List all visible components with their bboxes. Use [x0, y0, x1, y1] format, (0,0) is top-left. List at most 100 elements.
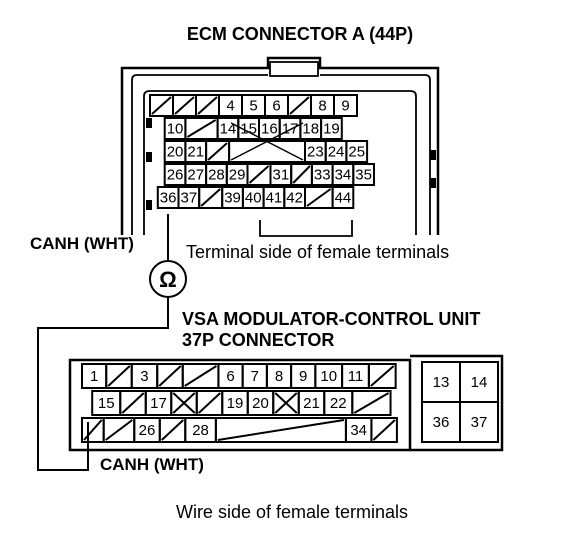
vsa-pin-r0c3-blank-slash [158, 365, 182, 387]
ecm-pin-r4c2-blank-slash [200, 188, 221, 207]
vsa-pin-r2c3-blank-slash [161, 419, 184, 441]
vsa-pin-r0c10-number: 11 [348, 368, 364, 385]
ecm-pin-r2c3-number: 23 [307, 144, 324, 161]
vsa-pin-r1c1-blank-slash [121, 392, 145, 414]
ecm-pin-r0c8-border [333, 94, 358, 117]
ecm-pin-r4c3-number: 39 [224, 190, 241, 207]
vsa-pin-r0c2-number: 3 [140, 368, 148, 385]
probe-wire-lower [37, 297, 169, 471]
vsa-pin-r0c11-blank-slash [370, 365, 395, 387]
ecm-pin-r4c6-number: 42 [286, 190, 303, 207]
ecm-pin-r0c5-number: 6 [272, 98, 280, 115]
vsa-pin-r2c4-number: 28 [192, 422, 209, 439]
vsa-pin-r0c4-blank-slash [184, 365, 217, 387]
ecm-latch-marks [146, 118, 436, 210]
vsa-pin-r2c7-blank-slash [372, 419, 396, 441]
ecm-pin-r2c5-number: 25 [348, 144, 365, 161]
ecm-pin-r0c6-blank-slash [289, 96, 310, 115]
ecm-pin-r3c9-border [352, 163, 375, 186]
ecm-blank-block-cross-b [230, 122, 304, 161]
ecm-pin-r1c2-number: 14 [220, 121, 237, 138]
ecm-pin-r4c0-number: 36 [160, 190, 177, 207]
ohm-symbol: Ω [159, 267, 177, 292]
vsa-pin-r2c0-blank-slash [83, 419, 103, 441]
vsa-pin-r0c11-border [367, 363, 397, 389]
ecm-pin-r0c7-number: 8 [318, 98, 326, 115]
vsa-pin-r1c9-number: 22 [330, 395, 347, 412]
ecm-pin-r3c8-number: 34 [335, 167, 352, 184]
ecm-pin-r1c3-number: 15 [240, 121, 257, 138]
vsa-pin-r2c6-number: 34 [350, 422, 367, 439]
ecm-pin-r2c2-blank-slash [207, 142, 228, 161]
vsa-pin-r0c1-blank-slash [107, 365, 131, 387]
vsa-pin-r1c0-number: 15 [98, 395, 115, 412]
ecm-pin-r0c1-blank-slash [174, 96, 195, 115]
ecm-connector-housing [120, 56, 440, 237]
probe-bottom-label: CANH (WHT) [100, 455, 204, 474]
ecm-pin-r1c0-number: 10 [167, 121, 184, 138]
ecm-pin-r2c1-number: 21 [187, 144, 204, 161]
ecm-pin-r1c4-number: 16 [261, 121, 278, 138]
ecm-pin-r0c3-number: 4 [226, 98, 234, 115]
ecm-pin-r3c1-number: 27 [187, 167, 204, 184]
ecm-pin-r3c4-blank-slash [248, 165, 270, 184]
vsa-side-pin-0-number: 13 [433, 374, 450, 391]
vsa-side-label: Wire side of female terminals [176, 502, 408, 522]
ecm-pin-r2c4-number: 24 [328, 144, 345, 161]
vsa-pin-r1c5-number: 19 [227, 395, 244, 412]
vsa-connector-title: VSA MODULATOR-CONTROL UNIT [182, 309, 480, 329]
ecm-pin-grid: 4568910141516171819202123242526272829313… [149, 94, 375, 209]
ecm-pin-r3c6-blank-slash [292, 165, 311, 184]
vsa-pin-r2c2-number: 26 [139, 422, 156, 439]
ecm-blank-block [228, 140, 307, 163]
ecm-pin-r1c6-number: 18 [302, 121, 319, 138]
vsa-connector-subtitle: 37P CONNECTOR [182, 330, 334, 350]
vsa-pin-r0c0-number: 1 [90, 368, 98, 385]
ecm-pin-r0c8-number: 9 [341, 98, 349, 115]
ecm-pin-r4c5-number: 41 [266, 190, 283, 207]
ecm-pin-r3c7-number: 33 [314, 167, 331, 184]
vsa-pin-r0c9-number: 10 [320, 368, 337, 385]
vsa-pin-r0c8-number: 9 [299, 368, 307, 385]
ecm-pin-r3c0-number: 26 [167, 167, 184, 184]
ecm-pin-r4c4-number: 40 [245, 190, 262, 207]
ecm-pin-r3c5-number: 31 [273, 167, 290, 184]
ecm-pin-r4c7-blank-slash [306, 188, 332, 207]
ecm-pin-r2c0-number: 20 [167, 144, 184, 161]
vsa-pin-r1c8-number: 21 [303, 395, 320, 412]
ecm-pin-r4c1-number: 37 [181, 190, 198, 207]
ecm-pin-r0c0-blank-slash [151, 96, 172, 115]
ecm-pin-r3c9-number: 35 [355, 167, 372, 184]
vsa-pin-r1c4-blank-slash [198, 392, 221, 414]
vsa-connector-housing [68, 354, 504, 452]
probe-top-label: CANH (WHT) [30, 234, 134, 253]
vsa-pin-r1c6-number: 20 [252, 395, 269, 412]
vsa-pin-r1c7-blank-cross-b [274, 392, 298, 414]
vsa-pin-r2c5-blank-slash [217, 419, 345, 441]
vsa-pin-r0c7-number: 8 [275, 368, 283, 385]
ecm-pin-r4c8-border [331, 186, 355, 209]
vsa-pin-r2c1-blank-slash [105, 419, 133, 441]
vsa-pin-r1c2-number: 17 [150, 395, 167, 412]
ecm-pin-r2c5-border [345, 140, 369, 163]
vsa-side-pin-3-number: 37 [471, 414, 488, 431]
ecm-pin-r3c3-number: 29 [229, 167, 246, 184]
vsa-pin-r1c10-blank-slash [353, 392, 390, 414]
vsa-side-pin-3-border [459, 401, 499, 443]
ecm-pin-r0c4-number: 5 [249, 98, 257, 115]
vsa-pin-r2c7-border [370, 417, 398, 443]
ecm-pin-r3c2-number: 28 [208, 167, 225, 184]
ecm-pin-r1c7-number: 19 [323, 121, 340, 138]
ecm-pin-r4c8-number: 44 [335, 190, 352, 207]
ecm-pin-r0c2-blank-slash [197, 96, 218, 115]
vsa-pin-r0c5-number: 6 [226, 368, 234, 385]
ecm-pin-r1c1-blank-slash [186, 119, 217, 138]
vsa-pin-r1c3-blank-cross-b [172, 392, 196, 414]
ecm-side-label: Terminal side of female terminals [186, 242, 449, 262]
vsa-pin-r0c6-number: 7 [251, 368, 259, 385]
ecm-pin-r1c7-border [320, 117, 343, 140]
vsa-pin-r1c10-border [351, 390, 392, 416]
vsa-side-pin-2-number: 36 [433, 414, 450, 431]
